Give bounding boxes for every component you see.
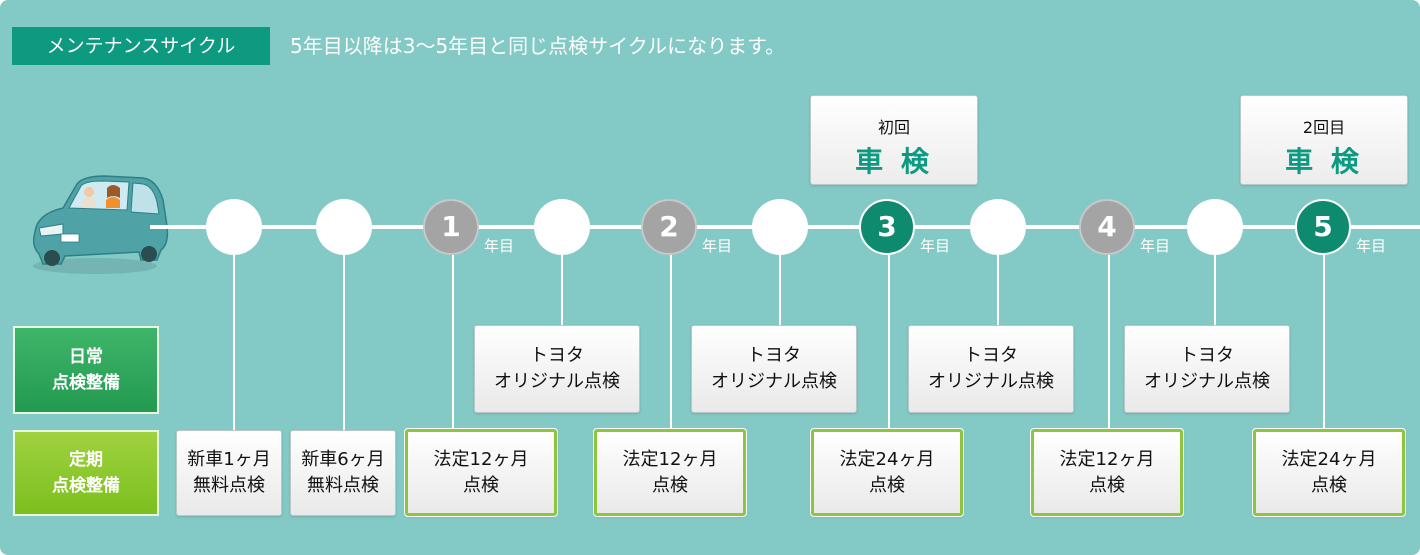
vehicle-inspection-2: 2回目 車 検 (1240, 95, 1408, 185)
year-suffix-5: 年目 (1356, 237, 1387, 255)
year-suffix-4: 年目 (1140, 237, 1171, 255)
box-line: 点検 (1089, 474, 1125, 496)
new-car-6-month-check-box: 新車6ヶ月 無料点検 (290, 430, 396, 516)
timeline-node-mid2 (752, 199, 808, 255)
new-car-1-month-check-box: 新車1ヶ月 無料点検 (176, 430, 282, 516)
year-node-4: 4 (1079, 199, 1135, 255)
box-line: トヨタ (1180, 345, 1234, 366)
row-label-periodic-maintenance: 定期 点検整備 (13, 430, 159, 516)
toyota-original-check-box: トヨタ オリジナル点検 (1124, 325, 1290, 413)
box-line: 無料点検 (193, 475, 265, 496)
year-node-1: 1 (423, 199, 479, 255)
box-line: オリジナル点検 (711, 371, 837, 392)
connector-line (343, 255, 345, 430)
connector-line (779, 255, 781, 325)
box-line: 法定12ヶ月 (622, 448, 718, 470)
connector-line (233, 255, 235, 430)
box-line: 法定24ヶ月 (839, 448, 935, 470)
toyota-original-check-box: トヨタ オリジナル点検 (691, 325, 857, 413)
box-line: オリジナル点検 (1144, 371, 1270, 392)
box-line: トヨタ (530, 345, 584, 366)
timeline-node-mid1 (534, 199, 590, 255)
timeline-node-month6 (316, 199, 372, 255)
header-tag: メンテナンスサイクル (12, 27, 270, 65)
legal-12-month-check-box: 法定12ヶ月 点検 (404, 428, 558, 517)
box-line: 点検 (463, 474, 499, 496)
connector-line (452, 255, 454, 430)
box-line: 新車1ヶ月 (187, 449, 271, 470)
box-line: 点検 (652, 474, 688, 496)
row-label-line: 日常 (69, 347, 103, 367)
box-line: 法定12ヶ月 (433, 448, 529, 470)
box-line: トヨタ (747, 345, 801, 366)
connector-line (670, 255, 672, 430)
year-suffix-3: 年目 (920, 237, 951, 255)
inspection-title: 車 検 (855, 145, 933, 178)
connector-line (997, 255, 999, 325)
box-line: オリジナル点検 (928, 371, 1054, 392)
year-node-3: 3 (859, 199, 915, 255)
connector-line (1214, 255, 1216, 325)
connector-line (888, 255, 890, 430)
legal-24-month-check-box: 法定24ヶ月 点検 (810, 428, 964, 517)
connector-line (1323, 255, 1325, 430)
legal-12-month-check-box: 法定12ヶ月 点検 (593, 428, 747, 517)
legal-24-month-check-box: 法定24ヶ月 点検 (1252, 428, 1406, 517)
inspection-count: 初回 (877, 118, 910, 137)
year-suffix-1: 年目 (484, 237, 515, 255)
row-label-line: 点検整備 (52, 373, 120, 393)
box-line: オリジナル点検 (494, 371, 620, 392)
year-node-2: 2 (641, 199, 697, 255)
car-illustration (32, 175, 169, 274)
box-line: 法定12ヶ月 (1059, 448, 1155, 470)
legal-12-month-check-box: 法定12ヶ月 点検 (1030, 428, 1184, 517)
inspection-title: 車 検 (1285, 145, 1363, 178)
box-line: 法定24ヶ月 (1281, 448, 1377, 470)
row-label-daily-maintenance: 日常 点検整備 (13, 326, 159, 414)
toyota-original-check-box: トヨタ オリジナル点検 (474, 325, 640, 413)
box-line: 無料点検 (307, 475, 379, 496)
timeline-node-month1 (206, 199, 262, 255)
vehicle-inspection-1: 初回 車 検 (810, 95, 978, 185)
year-suffix-2: 年目 (702, 237, 733, 255)
timeline-node-mid3 (970, 199, 1026, 255)
toyota-original-check-box: トヨタ オリジナル点検 (908, 325, 1074, 413)
year-node-5: 5 (1295, 199, 1351, 255)
box-line: 点検 (1311, 474, 1347, 496)
connector-line (1108, 255, 1110, 430)
row-label-line: 点検整備 (52, 476, 120, 496)
timeline-node-mid4 (1187, 199, 1243, 255)
inspection-count: 2回目 (1302, 118, 1346, 137)
box-line: トヨタ (964, 345, 1018, 366)
connector-line (561, 255, 563, 325)
row-label-line: 定期 (69, 450, 103, 470)
box-line: 新車6ヶ月 (301, 449, 385, 470)
box-line: 点検 (869, 474, 905, 496)
header-text: 5年目以降は3〜5年目と同じ点検サイクルになります。 (290, 34, 786, 58)
